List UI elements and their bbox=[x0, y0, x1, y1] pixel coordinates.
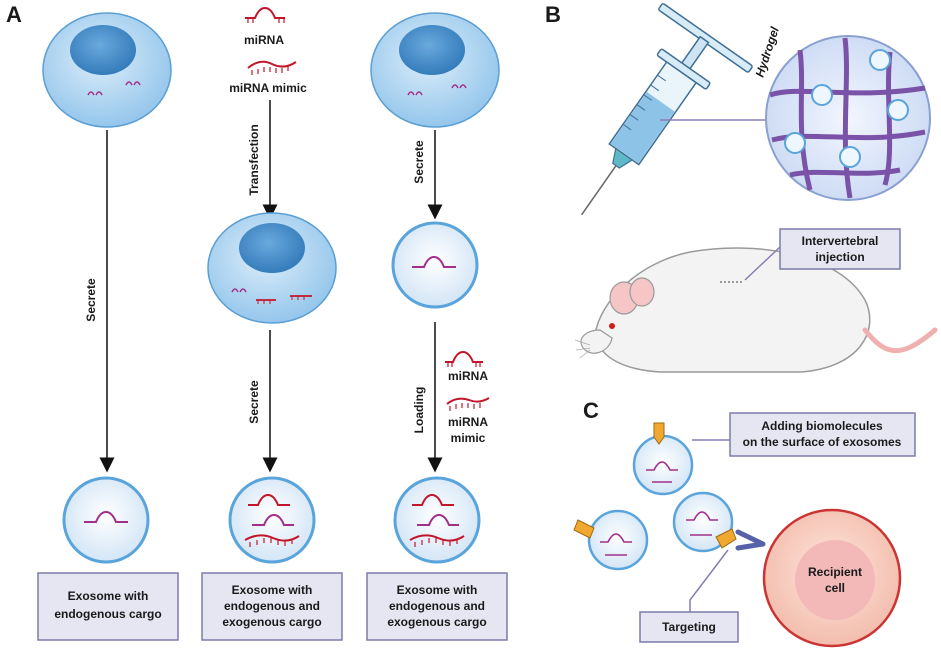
receptor bbox=[735, 529, 766, 551]
exosome-col2 bbox=[228, 476, 316, 564]
injection-text-line2: injection bbox=[815, 250, 864, 264]
result-text-col2-line3: exogenous cargo bbox=[222, 615, 321, 629]
recipient-cell bbox=[762, 508, 902, 648]
recipient-text-line2: cell bbox=[825, 581, 845, 595]
result-text-col3-line1: Exosome with bbox=[397, 583, 478, 597]
targeting-box bbox=[639, 611, 739, 643]
parent-cell-col3 bbox=[370, 12, 500, 128]
exosome-intermediate-col3 bbox=[391, 221, 479, 309]
recipient-text-line1: Recipient bbox=[808, 565, 862, 579]
transfected-cell-col2 bbox=[207, 212, 337, 324]
exosome-col1 bbox=[62, 476, 150, 564]
secrete-label-col2: Secrete bbox=[247, 380, 261, 424]
mimic-legend-label-col3-line1: miRNA bbox=[448, 415, 488, 429]
exosome-targeting bbox=[672, 491, 737, 553]
hydrogel-sphere bbox=[765, 35, 931, 201]
result-text-col3-line2: endogenous and bbox=[389, 599, 485, 613]
hydrogel-label: Hydrogel bbox=[753, 25, 783, 79]
panel-b-label: B bbox=[545, 2, 561, 27]
rat-callout-line bbox=[744, 246, 781, 281]
mirna-legend-col3 bbox=[445, 350, 483, 367]
secrete-label-col3: Secrete bbox=[412, 140, 426, 184]
surface-text-line1: Adding biomolecules bbox=[761, 419, 883, 433]
result-box-col2 bbox=[201, 572, 343, 641]
result-text-col2-line2: endogenous and bbox=[224, 599, 320, 613]
mirna-legend-label-col3: miRNA bbox=[448, 369, 488, 383]
exosome-with-ligand-top bbox=[632, 422, 694, 496]
transfection-label: Transfection bbox=[247, 124, 261, 195]
loading-label: Loading bbox=[412, 387, 426, 434]
mimic-legend-label-col2: miRNA mimic bbox=[229, 81, 307, 95]
result-box-col3 bbox=[366, 572, 508, 641]
parent-cell-col1 bbox=[42, 12, 172, 128]
exosome-with-ligand-left bbox=[573, 509, 649, 571]
mirna-legend-label-col2: miRNA bbox=[244, 33, 284, 47]
syringe bbox=[580, 3, 753, 216]
injection-box bbox=[779, 228, 901, 270]
panel-c-label: C bbox=[583, 398, 599, 423]
mimic-legend-col2 bbox=[247, 60, 297, 75]
injection-text-line1: Intervertebral bbox=[802, 234, 879, 248]
mirna-legend-col2 bbox=[245, 6, 285, 23]
surface-box bbox=[729, 412, 916, 457]
rat bbox=[574, 247, 938, 373]
result-text-col1-line2: endogenous cargo bbox=[54, 607, 161, 621]
exosome-col3 bbox=[393, 476, 481, 564]
mimic-legend-label-col3-line2: mimic bbox=[451, 431, 486, 445]
panel-a-label: A bbox=[6, 2, 22, 27]
result-box-col1 bbox=[37, 572, 179, 641]
mimic-legend-col3 bbox=[446, 397, 490, 411]
targeting-text: Targeting bbox=[662, 620, 716, 634]
secrete-label-col1: Secrete bbox=[84, 278, 98, 322]
targeting-callout-line bbox=[689, 549, 729, 612]
surface-text-line2: on the surface of exosomes bbox=[743, 435, 902, 449]
result-text-col2-line1: Exosome with bbox=[232, 583, 313, 597]
result-text-col1-line1: Exosome with bbox=[68, 589, 149, 603]
result-text-col3-line3: exogenous cargo bbox=[387, 615, 486, 629]
